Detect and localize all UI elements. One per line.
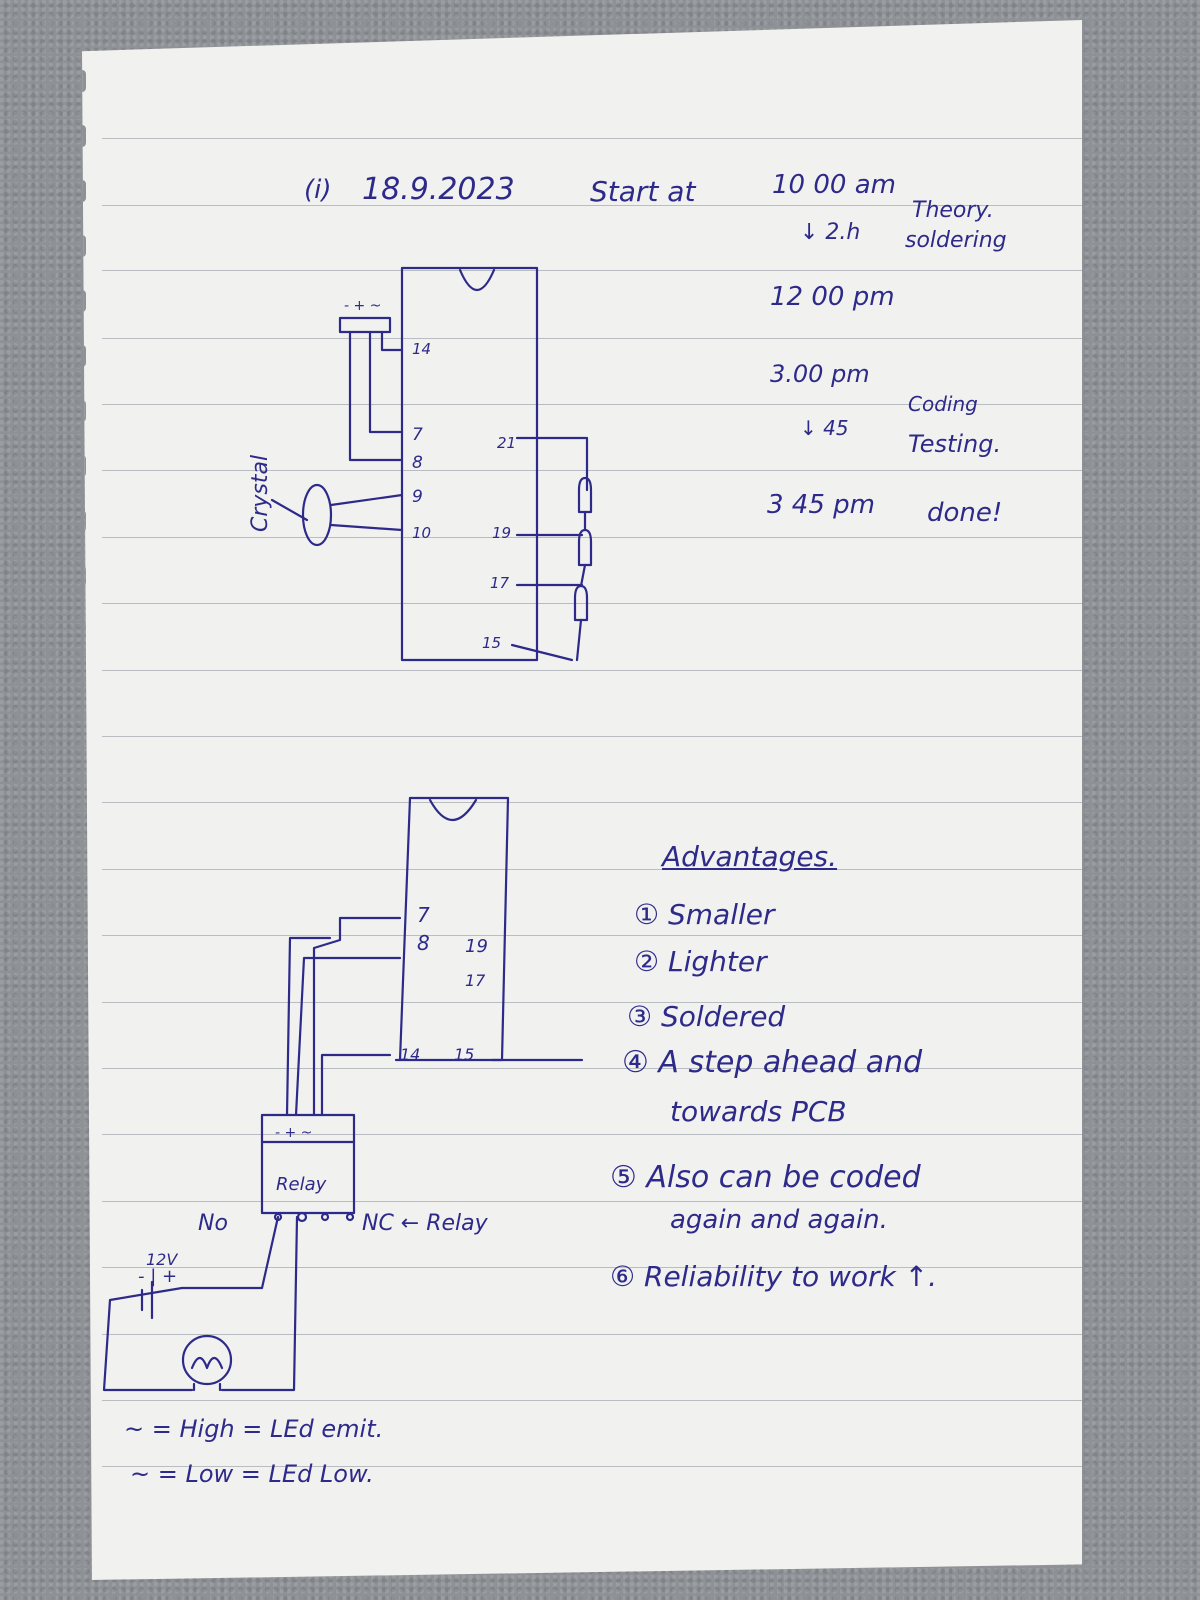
d1-pin-19: 19 xyxy=(492,524,511,542)
duration-1: ↓ 2.h xyxy=(800,220,861,245)
sensor-header-1: - + ~ xyxy=(338,298,404,462)
start-text: Start at xyxy=(590,175,696,208)
advantages-title: Advantages. xyxy=(662,840,838,873)
sensor-pin-labels-1: - + ~ xyxy=(344,298,381,314)
advantage-5-cont: again and again. xyxy=(670,1205,888,1235)
d2-pin-14: 14 xyxy=(400,1045,420,1064)
notebook-page: (i) 18.9.2023 Start at 10 00 am Theory. … xyxy=(82,20,1082,1580)
d1-pin-10: 10 xyxy=(412,524,431,542)
crystal-1: Crystal xyxy=(248,455,404,547)
crystal-label: Crystal xyxy=(248,455,273,532)
battery-polarity: - | + xyxy=(138,1266,177,1287)
time-345pm: 3 45 pm xyxy=(767,490,875,520)
entry-index: (i) xyxy=(304,175,332,205)
advantage-6: ⑥ Reliability to work ↑. xyxy=(610,1260,937,1293)
d1-pin-14: 14 xyxy=(412,340,431,358)
legend-low: ~ = Low = LEd Low. xyxy=(130,1460,374,1488)
d2-pin-8: 8 xyxy=(417,931,430,955)
note-testing: Testing. xyxy=(908,430,1002,458)
d1-pin-8: 8 xyxy=(412,453,423,473)
d1-pin-9: 9 xyxy=(412,487,423,507)
advantage-5: ⑤ Also can be coded xyxy=(610,1160,921,1195)
mcu-chip-2 xyxy=(394,796,510,1062)
advantage-2: ② Lighter xyxy=(634,945,767,978)
time-noon: 12 00 pm xyxy=(770,282,895,312)
d1-pin-21: 21 xyxy=(497,434,516,452)
led-array-1 xyxy=(510,436,593,662)
mcu-chip-1 xyxy=(400,266,539,662)
nc-label: NC ← Relay xyxy=(362,1211,489,1236)
legend-high: ~ = High = LEd emit. xyxy=(124,1415,384,1443)
circuit-diagrams: - + ~ Crystal 14 7 8 9 10 21 19 17 15 xyxy=(102,266,593,1392)
d1-pin-7: 7 xyxy=(412,425,423,445)
advantage-4: ④ A step ahead and xyxy=(622,1045,923,1080)
time-3pm: 3.00 pm xyxy=(770,360,870,388)
relay-wires xyxy=(285,916,402,1117)
battery-lamp-circuit: 12V - | + xyxy=(102,1215,299,1392)
relay-box: - + ~ Relay xyxy=(260,1113,356,1223)
note-done: done! xyxy=(927,498,1003,528)
duration-2: ↓ 45 xyxy=(800,416,849,440)
relay-label: Relay xyxy=(276,1174,327,1195)
d2-pin-7: 7 xyxy=(417,903,430,927)
note-soldering: soldering xyxy=(905,228,1007,253)
d1-pin-15: 15 xyxy=(482,634,501,652)
note-theory: Theory. xyxy=(912,198,994,223)
advantage-4-cont: towards PCB xyxy=(670,1095,847,1128)
d2-pin-15: 15 xyxy=(454,1045,474,1064)
advantage-1: ① Smaller xyxy=(634,898,775,931)
d2-pin-19: 19 xyxy=(465,936,488,957)
d2-pin-17: 17 xyxy=(465,971,486,990)
entry-date: 18.9.2023 xyxy=(362,172,515,207)
no-label: No xyxy=(198,1211,228,1236)
time-start: 10 00 am xyxy=(772,170,896,200)
d1-pin-17: 17 xyxy=(490,574,510,592)
advantage-3: ③ Soldered xyxy=(627,1000,786,1033)
note-coding: Coding xyxy=(908,392,978,416)
battery-label: 12V xyxy=(146,1250,178,1269)
relay-pin-labels: - + ~ xyxy=(275,1125,312,1141)
